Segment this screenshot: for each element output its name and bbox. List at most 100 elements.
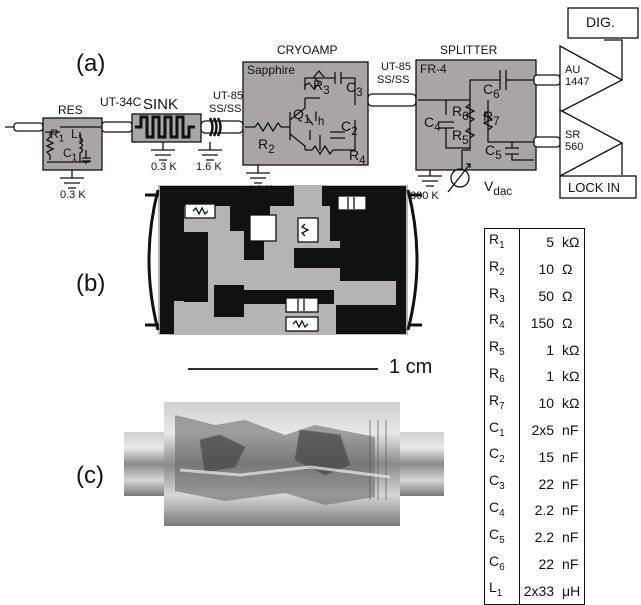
splitter-network [418, 70, 534, 170]
component-unit: μH [562, 582, 581, 599]
sym-r3: R3 [313, 77, 330, 97]
component-value: 1 [546, 368, 555, 385]
cryoamp-label: CRYOAMP [277, 43, 338, 57]
sr-amplifier [559, 108, 624, 178]
dig-output-box [567, 7, 639, 39]
device-photo [124, 402, 444, 526]
board-layout [145, 185, 422, 335]
board-transistor [249, 214, 277, 242]
sym-vdac: Vdac [484, 178, 513, 198]
component-unit: nF [562, 555, 579, 572]
lockin-output-label: LOCK IN [568, 180, 621, 195]
cable-ut85-1-label-line2: SS/SS [209, 103, 242, 115]
sapphire-label: Sapphire [247, 63, 296, 77]
amp-output-wires [604, 39, 623, 175]
board-resistor-3 [285, 316, 319, 332]
component-name: R2 [484, 255, 520, 283]
component-value: 2.2 [534, 529, 555, 546]
board-edge-brackets [147, 189, 419, 331]
board-capacitor-2 [285, 297, 319, 313]
sym-r7: R7 [483, 108, 500, 128]
panel-label-a: (a) [76, 50, 106, 77]
component-name: R6 [484, 362, 520, 390]
sr-label-line2: 560 [565, 141, 584, 153]
component-name: R7 [484, 389, 520, 417]
component-unit: nF [562, 421, 579, 438]
component-unit: Ω [562, 287, 573, 304]
cable-ut85-2-label-line1: UT-85 [381, 61, 411, 73]
sym-c3: C3 [346, 79, 363, 99]
component-value: 10 [538, 261, 555, 278]
cable-ut85-1-label-line1: UT-85 [213, 90, 243, 102]
table-row: C5 2.2 nF [484, 523, 585, 551]
vdac-arrow [447, 163, 471, 193]
cable-ut34c-label: UT-34C [100, 95, 142, 109]
thermal-anchor [208, 117, 222, 137]
cryoamp-network [245, 69, 356, 156]
component-name: R1 [484, 228, 520, 256]
sink-meander [135, 115, 195, 139]
component-value: 2x33 [523, 582, 555, 599]
component-value: 15 [538, 448, 555, 465]
sym-c2: C2 [341, 118, 358, 138]
component-name: C2 [484, 443, 520, 471]
component-name: C5 [484, 523, 520, 551]
ground-symbols [60, 142, 442, 189]
component-value: 50 [538, 287, 555, 304]
board-copper [160, 186, 406, 334]
lockin-output-box [559, 175, 637, 199]
sym-c5: C5 [485, 142, 502, 162]
component-value: 10 [538, 395, 555, 412]
scale-bar-label: 1 cm [389, 356, 433, 378]
cable-ut85-2-label-line2: SS/SS [377, 74, 410, 86]
table-row: C1 2x5 nF [484, 416, 585, 444]
component-name: C4 [484, 496, 520, 524]
sym-l1: L1 [71, 127, 84, 145]
component-value: 150 [530, 314, 555, 331]
sym-r5: R5 [452, 127, 469, 147]
board-clips [145, 193, 422, 327]
component-unit: nF [562, 502, 579, 519]
sym-r1: R1 [50, 127, 65, 145]
sym-r4: R4 [349, 147, 366, 167]
board-capacitor-1 [337, 195, 367, 211]
panel-label-c: (c) [76, 462, 104, 489]
table-row: R1 5 kΩ [484, 228, 585, 256]
au-amplifier [559, 44, 624, 114]
component-value: 1 [546, 341, 555, 358]
component-value: 22 [538, 555, 555, 572]
temp-cryoamp: 4.2 K [247, 184, 273, 196]
component-value: 5 [546, 234, 555, 251]
vdac-source [450, 168, 470, 188]
sym-ih: Ih [314, 108, 325, 128]
au-label-line2: 1447 [565, 76, 590, 88]
component-value: 2x5 [531, 421, 555, 438]
sym-r6: R6 [452, 103, 469, 123]
temp-res: 0.3 K [60, 189, 86, 201]
sym-c6: C6 [483, 81, 500, 101]
component-name: L1 [484, 577, 520, 605]
sym-r2: R2 [258, 136, 275, 156]
component-name: R5 [484, 336, 520, 363]
temp-sink: 0.3 K [151, 161, 177, 173]
ih-arrow [306, 116, 314, 126]
dig-output-label: DIG. [586, 14, 615, 30]
component-unit: nF [562, 529, 579, 546]
component-unit: kΩ [562, 341, 580, 358]
component-value: 22 [538, 475, 555, 492]
figure-canvas [5, 7, 639, 526]
sr-label-line1: SR [565, 129, 581, 141]
component-name: C1 [484, 416, 520, 444]
component-unit: kΩ [562, 234, 580, 251]
component-name: R4 [484, 309, 520, 337]
res-label: RES [58, 103, 83, 117]
